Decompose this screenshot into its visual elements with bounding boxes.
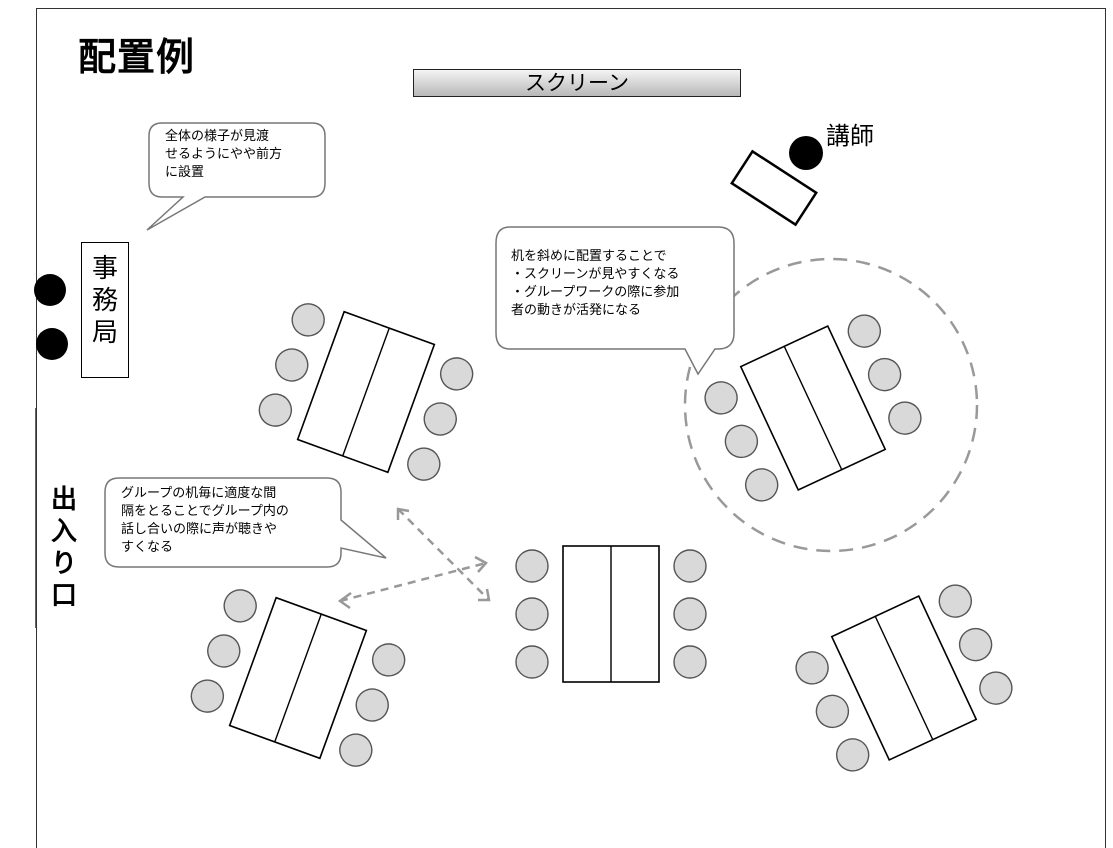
seat (371, 643, 406, 677)
seat (724, 424, 759, 459)
table-group-1 (258, 303, 474, 481)
seat (815, 694, 850, 729)
seat (291, 303, 325, 337)
table-group-4 (190, 589, 406, 767)
entrance-char: 出 (50, 485, 77, 515)
seat (673, 597, 707, 631)
staff-dot-2 (36, 328, 68, 360)
desk-divider (783, 346, 843, 470)
seat (190, 679, 225, 713)
seat (439, 357, 474, 391)
entrance-char: り (50, 549, 77, 579)
teacher-label: 講師 (826, 122, 874, 150)
teacher-desk (730, 149, 818, 227)
spacing-note-text: グループの机毎に適度な間 隔をとることでグループ内の 話し合いの際に声が聴きや … (121, 486, 289, 555)
office-char: 務 (91, 286, 118, 316)
seat (275, 348, 309, 382)
arrow-heads (337, 507, 491, 610)
seat (673, 645, 707, 679)
entrance-char: 口 (50, 581, 77, 611)
seat (847, 314, 882, 348)
desk-divider (274, 613, 322, 743)
seat (704, 381, 738, 415)
seat (515, 549, 549, 583)
seat (888, 401, 922, 435)
seat (867, 357, 902, 392)
callout-spacing (104, 477, 387, 568)
seat (979, 671, 1013, 705)
seat (673, 549, 707, 583)
office-note-text: 全体の様子が見渡 せるようにやや前方 に設置 (165, 129, 283, 180)
desk-divider (342, 327, 390, 457)
seat (835, 738, 870, 772)
spacing-arrow-1 (339, 508, 490, 603)
diagonal-note-text: 机を斜めに配置することで ・スクリーンが見やすくなる ・グループワークの際に参加… (511, 249, 680, 318)
page-title: 配置例 (78, 35, 196, 79)
entrance-char: 入 (50, 517, 77, 547)
screen: スクリーン (413, 69, 741, 97)
table-group-3 (515, 545, 707, 683)
seat (958, 627, 993, 662)
seat (744, 468, 779, 502)
highlight-circle (683, 257, 979, 553)
desk-divider (874, 616, 934, 740)
seat (355, 688, 389, 722)
seat (515, 597, 549, 631)
office-char: 局 (91, 318, 118, 348)
seat (339, 733, 373, 767)
table-groups (190, 303, 1013, 772)
callout-office (146, 122, 326, 231)
seat (207, 634, 241, 668)
entrance-label: 出 入 り 口 (50, 484, 78, 612)
seat (938, 584, 973, 618)
office-char: 事 (91, 254, 118, 284)
seat (407, 447, 441, 481)
staff-dot-1 (34, 274, 66, 306)
seat (423, 402, 457, 436)
seat (795, 651, 829, 685)
table-group-2 (704, 314, 922, 502)
seat (515, 645, 549, 679)
table-group-5 (795, 584, 1013, 772)
teacher-dot (789, 136, 823, 170)
seat (258, 393, 293, 427)
office-box: 事 務 局 (81, 242, 129, 378)
callout-diagonal (495, 226, 735, 376)
seat (223, 589, 257, 623)
